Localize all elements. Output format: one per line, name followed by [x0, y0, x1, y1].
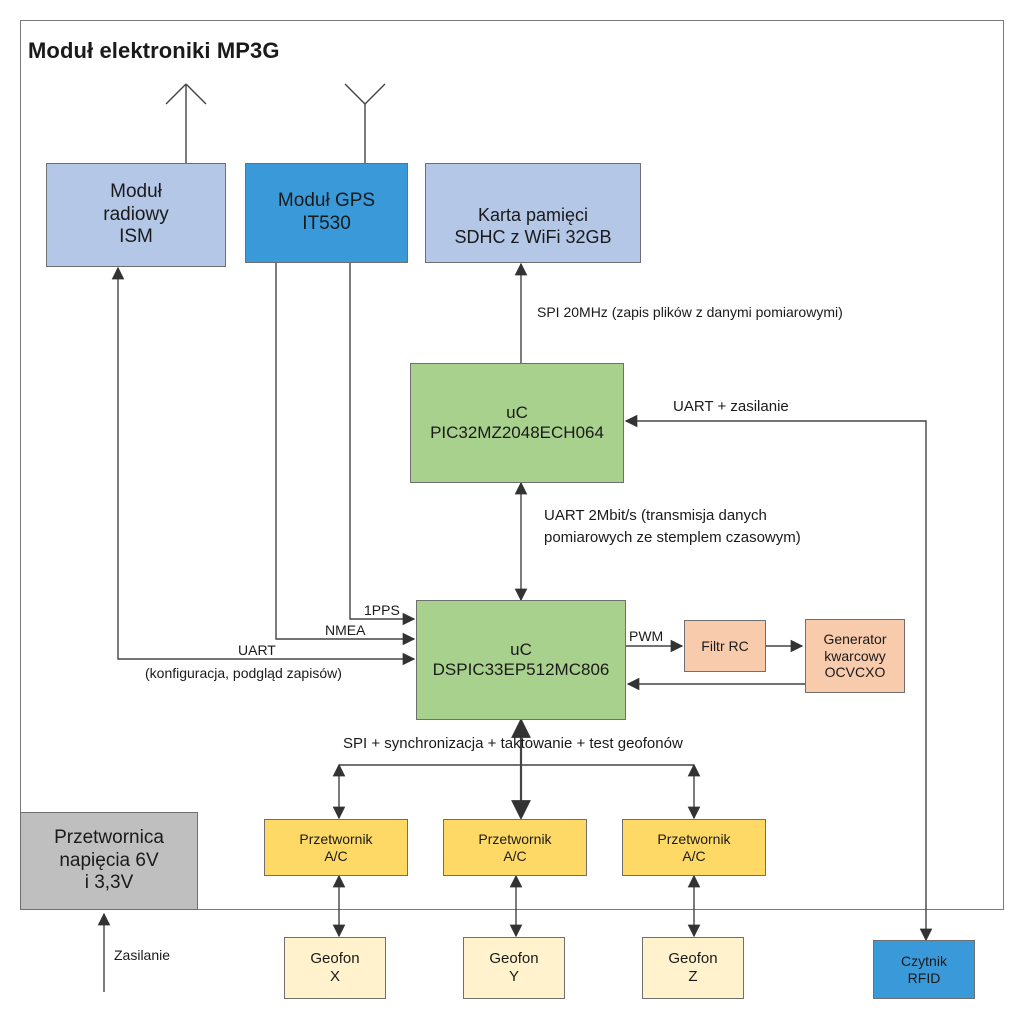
adc-z-block: Przetwornik A/C	[622, 819, 766, 876]
generator-line-1: Generator	[823, 630, 887, 647]
radio-line-3: ISM	[119, 226, 153, 248]
nmea-label: NMEA	[325, 622, 366, 638]
pps-connector	[349, 263, 416, 626]
adc-z-line-2: A/C	[682, 847, 706, 864]
pwm-label: PWM	[629, 628, 664, 644]
spi-sd-label: SPI 20MHz (zapis plików z danymi pomiaro…	[537, 304, 843, 320]
converter-line-3: i 3,3V	[84, 872, 134, 894]
filter-rc-block: Filtr RC	[684, 620, 766, 672]
geofon-z-line-2: Z	[688, 968, 698, 985]
adc-z-line-1: Przetwornik	[657, 830, 731, 847]
adc-y-line-2: A/C	[503, 847, 527, 864]
power-label: Zasilanie	[114, 947, 171, 963]
sd-line-1: Karta pamięci	[477, 205, 589, 226]
uart-power-connector	[624, 414, 933, 942]
rfid-reader-block: Czytnik RFID	[873, 940, 975, 999]
converter-block: Przetwornica napięcia 6V i 3,3V	[20, 812, 198, 910]
spi-bus-label: SPI + synchronizacja + taktowanie + test…	[343, 735, 683, 752]
adc-x-block: Przetwornik A/C	[264, 819, 408, 876]
radio-line-2: radiowy	[103, 203, 169, 225]
adc-x-line-2: A/C	[324, 847, 348, 864]
gps-module-block: Moduł GPS IT530	[245, 163, 408, 263]
gps-antenna-icon	[344, 83, 386, 163]
sd-card-block: Karta pamięci SDHC z WiFi 32GB	[425, 163, 641, 263]
generator-block: Generator kwarcowy OCVCXO	[805, 619, 905, 693]
uart-power-label: UART + zasilanie	[673, 398, 789, 415]
rfid-line-1: Czytnik	[901, 952, 947, 969]
sd-line-2: SDHC z WiFi 32GB	[454, 227, 612, 247]
rfid-line-2: RFID	[907, 969, 941, 986]
nmea-connector	[275, 263, 416, 646]
converter-line-1: Przetwornica	[54, 826, 164, 848]
uart-2m-line-1: UART 2Mbit/s (transmisja danych	[544, 507, 767, 524]
gps-line-1: Moduł GPS	[277, 190, 376, 212]
adc-y-block: Przetwornik A/C	[443, 819, 587, 876]
adc-y-line-1: Przetwornik	[478, 830, 552, 847]
adc-x-line-1: Przetwornik	[299, 830, 373, 847]
radio-module-block: Moduł radiowy ISM	[46, 163, 226, 267]
geofon-y-line-1: Geofon	[489, 950, 539, 967]
uc-pic-line-1: uC	[506, 402, 528, 422]
gps-line-2: IT530	[302, 213, 351, 234]
geofon-y-line-2: Y	[508, 968, 519, 985]
radio-antenna-icon	[165, 83, 207, 163]
geofon-y-block: Geofon Y	[463, 937, 565, 999]
filter-label: Filtr RC	[701, 637, 749, 654]
uart-2m-label: UART 2Mbit/s (transmisja danych pomiarow…	[544, 505, 801, 549]
uart-label: UART	[238, 642, 276, 658]
uc-pic-block: uC PIC32MZ2048ECH064	[410, 363, 624, 483]
uc-dspic-block: uC DSPIC33EP512MC806	[416, 600, 626, 720]
geofon-z-block: Geofon Z	[642, 937, 744, 999]
geofon-x-block: Geofon X	[284, 937, 386, 999]
uc-dspic-line-2: DSPIC33EP512MC806	[432, 660, 610, 679]
spi-bus-connector	[332, 718, 701, 820]
diagram-title: Moduł elektroniki MP3G	[28, 38, 280, 63]
uc-dspic-line-1: uC	[510, 639, 532, 659]
generator-line-3: OCVCXO	[824, 664, 886, 681]
pps-label: 1PPS	[364, 602, 400, 618]
converter-line-2: napięcia 6V	[59, 849, 159, 871]
uart-radio-connector	[111, 266, 416, 666]
geofon-x-line-2: X	[329, 968, 340, 985]
geofon-x-line-1: Geofon	[310, 950, 360, 967]
radio-line-1: Moduł	[110, 180, 162, 202]
uart-2m-line-2: pomiarowych ze stemplem czasowym)	[544, 528, 801, 546]
uc-pic-line-2: PIC32MZ2048ECH064	[430, 423, 604, 442]
geofon-z-line-1: Geofon	[668, 950, 718, 967]
generator-line-2: kwarcowy	[824, 647, 886, 664]
uart-desc-label: (konfiguracja, podgląd zapisów)	[145, 665, 342, 681]
